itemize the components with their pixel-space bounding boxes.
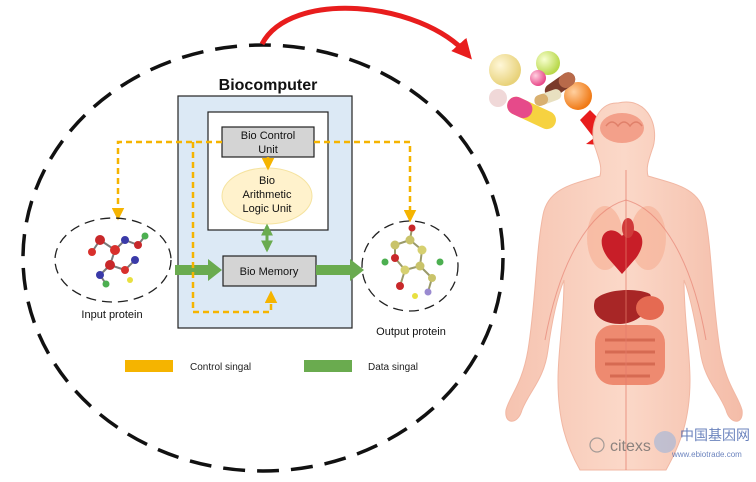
input-protein-molecule (88, 232, 149, 288)
output-protein-molecule (381, 224, 444, 299)
bio-alu-label-line2: Arithmetic (243, 189, 292, 201)
watermark-latin: citexs (610, 438, 651, 455)
input-protein-label: Input protein (81, 309, 142, 321)
output-protein-dashed-ellipse (361, 220, 459, 312)
data-arrow-memory-to-output (316, 259, 364, 281)
biocomputer-title: Biocomputer (219, 77, 318, 94)
bio-alu-label-line1: Bio (259, 175, 275, 187)
watermark: citexs 中国基因网 www.ebiotrade.com (589, 427, 750, 459)
wechat-icon (589, 437, 605, 453)
output-protein-label: Output protein (376, 326, 446, 338)
watermark-url: www.ebiotrade.com (671, 450, 742, 459)
legend-control-label: Control singal (190, 362, 251, 373)
watermark-chinese: 中国基因网 (680, 427, 750, 443)
human-body-figure (505, 101, 743, 471)
input-protein-dashed-ellipse (54, 217, 172, 303)
legend-control-swatch (125, 360, 173, 372)
bio-alu-label-line3: Logic Unit (243, 203, 292, 215)
data-arrow-input-to-memory (175, 259, 222, 281)
red-curved-arrow (259, 5, 472, 60)
legend-data-label: Data singal (368, 362, 418, 373)
bio-memory-box (222, 255, 317, 287)
watermark-globe-icon (654, 431, 676, 453)
bio-control-unit-label-line1: Bio Control (241, 130, 295, 142)
environment-dashed-circle (21, 43, 505, 473)
pills-cluster (489, 51, 592, 130)
legend-data-swatch (304, 360, 352, 372)
bio-control-unit-label-line2: Unit (258, 144, 278, 156)
bio-memory-label: Bio Memory (240, 266, 299, 278)
control-signal-lines (111, 140, 417, 314)
